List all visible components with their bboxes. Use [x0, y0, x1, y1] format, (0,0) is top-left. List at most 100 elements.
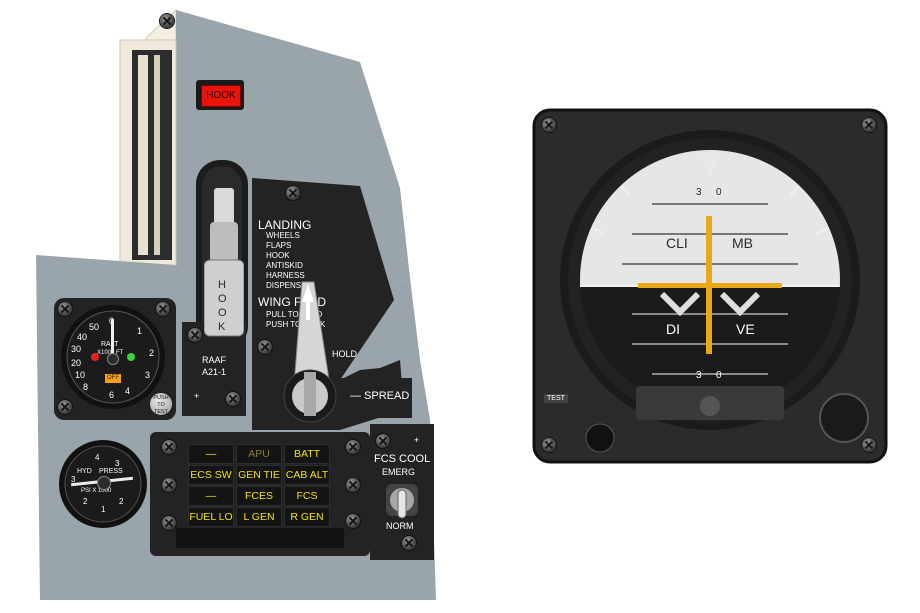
fcs-cool-norm-label: NORM	[386, 521, 414, 531]
wing-fold-handle-shape	[283, 281, 337, 423]
left-console-panel: HOOK H O O K LANDING WHEELS FLAPS HOOK A…	[0, 0, 470, 613]
attitude-test-button[interactable]	[584, 422, 616, 454]
hyd-num-1: 1	[101, 505, 106, 514]
checklist-dispenser: DISPENSER	[266, 281, 313, 290]
checklist-hook: HOOK	[266, 251, 290, 260]
fcs-cool-plus-sign: +	[414, 435, 420, 445]
hook-handle-shape	[203, 188, 245, 337]
altimeter-num-2: 2	[149, 348, 155, 358]
caution-light-blank-2[interactable]: —	[188, 486, 234, 506]
checklist-pull-to-fold: PULL TO FOLD	[266, 310, 323, 319]
screw-icon	[376, 434, 390, 448]
altimeter-num-3: 3	[145, 370, 151, 380]
caution-light-ecs-sw[interactable]: ECS SW	[188, 465, 234, 485]
screw-icon	[162, 478, 176, 492]
caution-light-batt-sw[interactable]: BATT SW	[284, 444, 330, 478]
checklist-push-to-lock: PUSH TO LOCK	[266, 320, 326, 329]
hyd-hub	[97, 476, 111, 490]
hyd-label-press: PRESS	[99, 468, 123, 475]
screw-icon	[862, 118, 876, 132]
fcs-cool-title: FCS COOL	[374, 453, 431, 465]
attitude-pitch-top-0: 0	[716, 187, 722, 198]
caution-light-apu-acc[interactable]: APU ACC	[236, 444, 282, 478]
screw-icon	[162, 440, 176, 454]
attitude-pitch-trim-knob[interactable]	[820, 394, 868, 442]
screw-icon	[862, 438, 876, 452]
fcs-cool-toggle-switch[interactable]	[384, 482, 420, 522]
checklist-flaps: FLAPS	[266, 241, 292, 250]
screw-icon	[346, 514, 360, 528]
landing-title: LANDING	[258, 218, 312, 232]
attitude-indicator-shape	[532, 108, 888, 464]
wing-fold-handle[interactable]	[280, 276, 340, 426]
fcs-cool-emerg-label: EMERG	[382, 467, 416, 477]
screw-icon	[258, 340, 272, 354]
hyd-num-4: 4	[95, 453, 100, 462]
caution-light-fces[interactable]: FCES	[236, 486, 282, 506]
hyd-press-gauge: 3 4 3 2 1 2 HYD PRESS PSI X 1000	[65, 446, 141, 522]
screw-icon	[542, 438, 556, 452]
altimeter-low-light	[91, 353, 99, 361]
toggle-switch-icon	[386, 484, 418, 519]
altimeter-num-50: 50	[89, 322, 100, 332]
checklist-harness: HARNESS	[266, 271, 305, 280]
hook-handle-letter-k: K	[218, 321, 226, 333]
caution-light-cab-alt[interactable]: CAB ALT	[284, 465, 330, 485]
altimeter-hub	[107, 353, 119, 365]
attitude-pitch-bottom-3: 3	[696, 370, 702, 381]
hook-handle-letter-h: H	[218, 279, 226, 291]
attitude-indicator: CLI MB DI VE 3 0 3 0 TEST	[532, 108, 888, 464]
hyd-label-psi: PSI X 1000	[81, 488, 112, 494]
raaf-plus-sign: +	[194, 391, 200, 401]
checklist-antiskid: ANTISKID	[266, 261, 303, 270]
screw-icon	[226, 392, 240, 406]
screw-icon	[58, 302, 72, 316]
screw-icon	[156, 302, 170, 316]
hold-label: HOLD	[332, 349, 358, 359]
caution-light-l-gen[interactable]: L GEN	[236, 507, 282, 527]
hook-handle-letter-o1: O	[218, 293, 227, 305]
hyd-num-2: 2	[83, 497, 88, 506]
screw-icon	[542, 118, 556, 132]
attitude-pitch-top-3: 3	[696, 187, 702, 198]
altimeter-num-6: 6	[109, 390, 115, 400]
altimeter-num-10: 10	[75, 370, 86, 380]
attitude-sky-label-left: CLI	[666, 235, 688, 251]
hyd-label-hyd: HYD	[77, 468, 92, 475]
screw-icon	[160, 14, 174, 28]
caution-light-panel: — APU ACC BATT SW ECS SW GEN TIE CAB ALT…	[188, 444, 332, 528]
push-to-test-button[interactable]: PUSH TO TEST	[148, 391, 174, 417]
push-to-test-label: PUSH TO TEST	[153, 395, 169, 415]
caution-light-r-gen[interactable]: R GEN	[284, 507, 330, 527]
attitude-ground-label-right: VE	[736, 321, 755, 337]
hyd-num-2-right: 2	[119, 497, 124, 506]
screw-icon	[402, 536, 416, 550]
raaf-label: RAAF	[202, 355, 227, 365]
screw-icon	[346, 440, 360, 454]
attitude-test-label: TEST	[544, 394, 568, 403]
altimeter-off-flag: OFF	[105, 374, 121, 383]
radar-altimeter: 50 40 30 20 10 8 6 4 3 2 1 0 RALT X1000 …	[61, 305, 165, 409]
hook-handle[interactable]: H O O K	[203, 188, 245, 338]
altimeter-num-40: 40	[77, 332, 88, 342]
caution-light-fuel-lo[interactable]: FUEL LO	[188, 507, 234, 527]
altimeter-num-20: 20	[71, 358, 82, 368]
hook-button-label: HOOK	[201, 85, 241, 107]
caution-light-blank-1[interactable]: —	[188, 444, 234, 464]
screw-icon	[346, 478, 360, 492]
raaf-serial-label: A21-1	[202, 367, 227, 377]
altimeter-ok-light	[127, 353, 135, 361]
attitude-pitch-bottom-0: 0	[716, 370, 722, 381]
hook-button[interactable]: HOOK	[196, 80, 244, 110]
altimeter-label-ralt: RALT	[101, 341, 119, 348]
altimeter-num-8: 8	[83, 382, 89, 392]
caution-light-gen-tie[interactable]: GEN TIE	[236, 465, 282, 485]
hyd-num-3-right: 3	[115, 459, 120, 468]
attitude-ground-label-left: DI	[666, 321, 680, 337]
checklist-wheels: WHEELS	[266, 231, 300, 240]
altimeter-num-30: 30	[71, 344, 82, 354]
attitude-sky-label-right: MB	[732, 235, 753, 251]
caution-light-fcs-hot[interactable]: FCS HOT	[284, 486, 330, 520]
altimeter-needle	[111, 319, 114, 363]
hook-handle-letter-o2: O	[218, 307, 227, 319]
